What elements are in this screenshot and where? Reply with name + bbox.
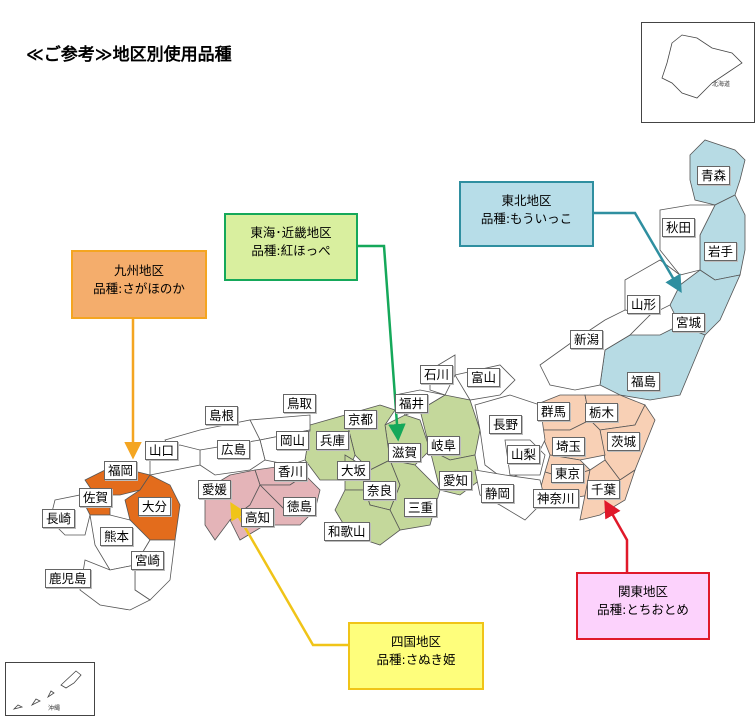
callout-tokai-kinki-region: 東海･近畿地区 <box>250 225 332 240</box>
inset-okinawa: 沖縄 <box>5 662 95 716</box>
pref-label-shimane: 島根 <box>205 406 239 425</box>
pref-label-tokushima: 徳島 <box>283 497 317 516</box>
callout-shikoku-region: 四国地区 <box>390 634 441 649</box>
pref-label-akita: 秋田 <box>662 218 696 237</box>
pref-label-wakayama: 和歌山 <box>324 522 370 541</box>
pref-label-tottori: 鳥取 <box>283 394 317 413</box>
inset-hokkaido: 北海道 <box>641 22 755 123</box>
pref-label-shizuoka: 静岡 <box>481 484 515 503</box>
pref-label-ibaraki: 茨城 <box>607 432 641 451</box>
arrow-kanto <box>604 499 629 572</box>
pref-label-fukushima: 福島 <box>627 372 661 391</box>
inset-hokkaido-label: 北海道 <box>712 81 731 88</box>
callout-tokai-kinki-variety: 品種:紅ほっぺ <box>251 243 331 258</box>
pref-label-nagasaki: 長崎 <box>42 509 76 528</box>
pref-label-aomori: 青森 <box>697 166 731 185</box>
pref-label-ehime: 愛媛 <box>198 480 232 499</box>
callout-kanto: 関東地区 品種:とちおとめ <box>576 572 710 640</box>
pref-shape-mie <box>389 459 441 531</box>
hokkaido-shape <box>661 34 743 99</box>
pref-shape-kagoshima <box>79 559 151 611</box>
pref-label-mie: 三重 <box>404 498 438 517</box>
pref-label-gunma: 群馬 <box>537 402 571 421</box>
pref-label-hiroshima: 広島 <box>217 440 251 459</box>
pref-label-tochigi: 栃木 <box>585 403 619 422</box>
pref-label-chiba: 千葉 <box>587 480 621 499</box>
pref-label-saitama: 埼玉 <box>552 437 586 456</box>
pref-label-toyama: 富山 <box>467 368 501 387</box>
pref-label-kagawa: 香川 <box>274 462 308 481</box>
callout-kanto-region: 関東地区 <box>617 584 668 599</box>
pref-label-aichi: 愛知 <box>439 471 473 490</box>
arrow-shikoku <box>230 501 348 647</box>
pref-label-kagoshima: 鹿児島 <box>45 569 91 588</box>
pref-label-shiga: 滋賀 <box>388 443 422 462</box>
pref-label-niigata: 新潟 <box>570 330 604 349</box>
arrow-tokai-kinki <box>357 244 406 442</box>
callout-shikoku-variety: 品種:さぬき姫 <box>376 652 456 667</box>
pref-label-kumamoto: 熊本 <box>100 527 134 546</box>
pref-label-ishikawa: 石川 <box>420 365 454 384</box>
callout-kanto-variety: 品種:とちおとめ <box>597 602 689 617</box>
pref-label-hyogo: 兵庫 <box>316 431 350 450</box>
callout-kyushu-variety: 品種:さがほのか <box>93 281 185 296</box>
pref-label-nagano: 長野 <box>489 415 523 434</box>
pref-label-gifu: 岐阜 <box>427 436 461 455</box>
pref-label-iwate: 岩手 <box>704 242 738 261</box>
callout-kyushu-region: 九州地区 <box>113 263 164 278</box>
inset-okinawa-label: 沖縄 <box>48 705 61 712</box>
pref-label-oita: 大分 <box>138 497 172 516</box>
pref-label-saga: 佐賀 <box>79 488 113 507</box>
pref-label-okayama: 岡山 <box>276 431 310 450</box>
pref-label-yamagata: 山形 <box>627 295 661 314</box>
pref-label-yamanashi: 山梨 <box>507 445 541 464</box>
pref-label-kochi: 高知 <box>241 508 275 527</box>
pref-label-miyazaki: 宮崎 <box>131 551 165 570</box>
pref-label-fukui: 福井 <box>395 394 429 413</box>
callout-tokai-kinki: 東海･近畿地区 品種:紅ほっぺ <box>224 213 358 281</box>
pref-label-kanagawa: 神奈川 <box>533 489 579 508</box>
callout-tohoku-region: 東北地区 <box>501 193 552 208</box>
page-title: ≪ご参考≫地区別使用品種 <box>26 45 232 65</box>
callout-tohoku-variety: 品種:もういっこ <box>480 211 573 226</box>
pref-label-fukuoka: 福岡 <box>104 461 138 480</box>
pref-shape-niigata <box>539 309 651 391</box>
arrow-tohoku <box>594 211 682 294</box>
pref-shape-fukushima <box>599 324 706 401</box>
callout-shikoku: 四国地区 品種:さぬき姫 <box>348 622 484 690</box>
pref-label-kyoto: 京都 <box>344 410 378 429</box>
pref-label-tokyo: 東京 <box>551 464 585 483</box>
pref-label-osaka: 大坂 <box>337 461 371 480</box>
pref-label-miyagi: 宮城 <box>672 313 706 332</box>
callout-kyushu: 九州地区 品種:さがほのか <box>71 250 207 319</box>
okinawa-shape <box>12 670 82 710</box>
pref-label-nara: 奈良 <box>363 481 397 500</box>
pref-label-yamaguchi: 山口 <box>145 441 179 460</box>
callout-tohoku: 東北地区 品種:もういっこ <box>459 181 594 247</box>
